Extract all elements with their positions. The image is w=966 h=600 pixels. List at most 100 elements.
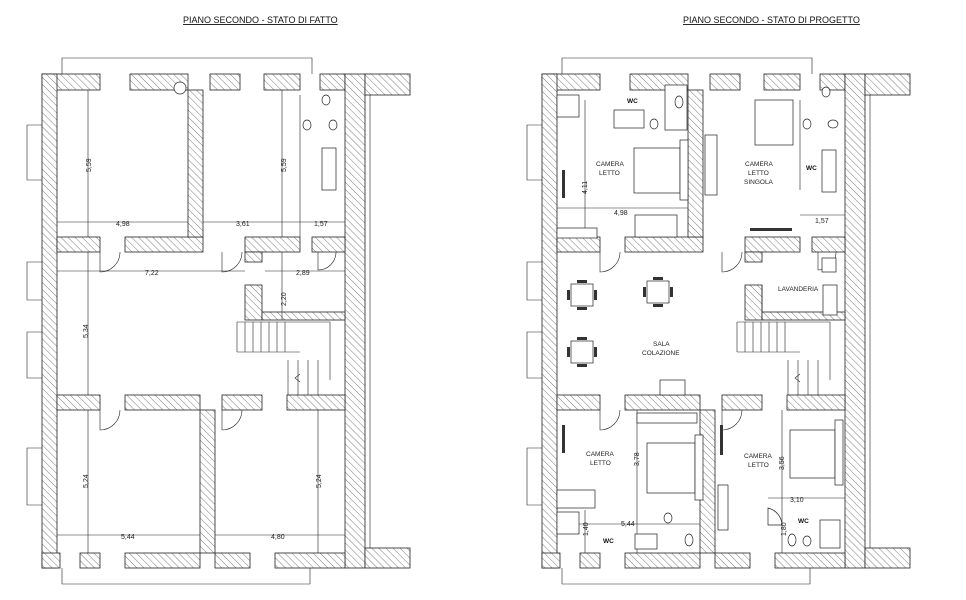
wall — [199, 409, 216, 554]
wall — [624, 552, 701, 569]
wall — [221, 394, 263, 411]
wall — [541, 552, 561, 569]
window-bay-outline — [526, 331, 542, 379]
wall — [541, 73, 558, 569]
dim-label: 5,24 — [83, 474, 90, 488]
wall — [624, 236, 704, 253]
wall — [556, 394, 601, 411]
bathtub-icon — [821, 149, 837, 193]
shower-icon — [556, 94, 580, 118]
toilet-icon — [173, 81, 187, 95]
window-bay-outline — [26, 261, 42, 301]
stair-flight — [287, 321, 331, 395]
dim-label: 4,98 — [116, 221, 130, 228]
nightstand-icon — [834, 419, 844, 486]
dim-label: 3,78 — [634, 452, 641, 466]
wall — [41, 552, 61, 569]
door-swing — [317, 251, 337, 271]
window-bay-outline — [526, 447, 542, 506]
wall — [364, 73, 411, 96]
door-swing — [221, 409, 243, 431]
shower-icon — [819, 519, 841, 549]
chair-icon — [670, 287, 673, 297]
desk-icon — [556, 489, 596, 509]
room-label-camera-letto: CAMERA — [744, 453, 772, 460]
wall — [214, 552, 251, 569]
chair-icon — [577, 307, 587, 310]
room-label-wc: WC — [627, 98, 638, 105]
dim-label: 5,59 — [86, 158, 93, 172]
room-label-camera-letto: LETTO — [599, 170, 620, 177]
toilet-icon — [328, 119, 338, 131]
chair-icon — [594, 290, 597, 300]
wall — [187, 89, 204, 238]
chair-icon — [653, 277, 663, 280]
toilet-icon — [827, 119, 839, 129]
window-bay-outline — [526, 124, 542, 181]
toilet-icon — [674, 95, 684, 109]
chair-icon — [594, 347, 597, 357]
toilet-cabin-icon — [664, 84, 688, 131]
title-stato-di-progetto: PIANO SECONDO - STATO DI PROGETTO — [683, 15, 860, 25]
stair-flight — [787, 321, 831, 395]
double-bed-icon — [633, 147, 681, 194]
chair-icon — [577, 364, 587, 367]
window-bay-outline — [26, 331, 42, 379]
bathtub-icon — [321, 147, 337, 191]
washer-icon — [821, 257, 837, 273]
window-bay-outline — [26, 124, 42, 181]
wall — [311, 236, 346, 253]
room-label-camera-letto: CAMERA — [596, 161, 624, 168]
corner-sink-icon — [767, 507, 783, 526]
room-label-sala-colazione: SALA — [653, 341, 670, 348]
wardrobe-icon — [636, 412, 698, 424]
double-bed-icon — [646, 442, 696, 494]
toilet-icon — [821, 86, 831, 98]
sink-icon — [302, 119, 312, 131]
wall — [709, 73, 741, 91]
wall — [261, 311, 346, 321]
wall — [624, 394, 701, 411]
wall — [41, 73, 58, 569]
nightstand-icon — [694, 434, 704, 501]
door-swing — [221, 251, 243, 273]
wall — [687, 89, 704, 238]
chair-icon — [643, 287, 646, 297]
wall — [761, 311, 846, 321]
wall — [124, 552, 201, 569]
sink-icon — [802, 118, 812, 130]
double-bed-icon — [789, 429, 836, 479]
room-label-camera-singola: LETTO — [748, 170, 769, 177]
chair-icon — [567, 290, 570, 300]
right-dimension-labels: 4,11 4,98 1,57 3,78 3,56 3,10 5,44 1,40 … — [582, 181, 829, 536]
title-stato-di-fatto: PIANO SECONDO - STATO DI FATTO — [183, 15, 338, 25]
wall — [209, 73, 241, 91]
stair-arrow-icon — [794, 373, 801, 383]
tv-icon — [562, 425, 565, 453]
door-swing — [99, 409, 121, 431]
door-swing — [599, 409, 621, 431]
room-label-lavanderia: LAVANDERIA — [778, 286, 819, 293]
breakfast-table-icon — [570, 283, 594, 307]
room-label-camera-letto: LETTO — [748, 462, 769, 469]
door-swing — [721, 251, 743, 273]
right-room-labels: WC CAMERA LETTO CAMERA LETTO SINGOLA WC … — [586, 98, 819, 545]
plan-stato-di-fatto — [26, 57, 411, 585]
single-bed-icon — [754, 99, 794, 146]
chair-icon — [567, 347, 570, 357]
plan-stato-di-progetto — [526, 57, 911, 585]
toilet-icon — [684, 533, 694, 547]
wall — [263, 73, 301, 91]
dim-label: 1,40 — [583, 522, 590, 536]
wall — [244, 251, 263, 263]
wall — [56, 236, 101, 253]
wall — [56, 394, 101, 411]
chair-icon — [653, 304, 663, 307]
room-label-wc: WC — [798, 518, 809, 525]
dim-label: 1,57 — [815, 218, 829, 225]
wall — [579, 552, 601, 569]
room-label-wc: WC — [603, 538, 614, 545]
dim-label: 3,56 — [779, 456, 786, 470]
wall — [244, 236, 301, 253]
chair-icon — [577, 280, 587, 283]
